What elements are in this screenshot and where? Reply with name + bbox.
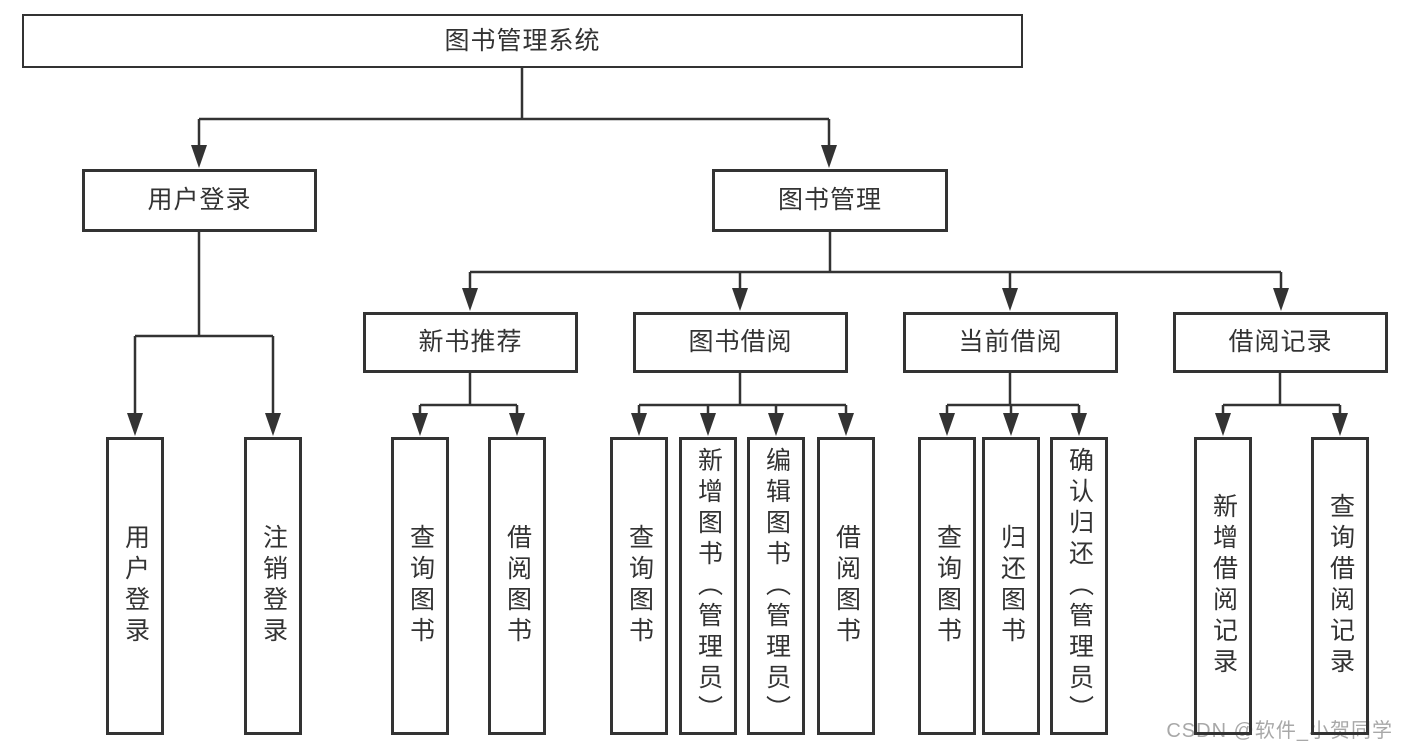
node-label: 归还图书 bbox=[997, 524, 1026, 648]
node-label: 图书管理 bbox=[777, 186, 882, 214]
leaf-return-books: 归还图书 bbox=[982, 437, 1040, 735]
leaf-add-borrow-record: 新增借阅记录 bbox=[1194, 437, 1252, 735]
node-label: 当前借阅 bbox=[958, 328, 1063, 356]
node-label: 新增借阅记录 bbox=[1209, 493, 1238, 679]
node-library-management-system: 图书管理系统 bbox=[22, 14, 1023, 68]
leaf-newbook-query-books: 查询图书 bbox=[391, 437, 449, 735]
node-current-borrow: 当前借阅 bbox=[903, 312, 1118, 373]
node-label: 注销登录 bbox=[259, 524, 288, 648]
node-borrow-records: 借阅记录 bbox=[1173, 312, 1388, 373]
node-label: 编辑图书（管理员） bbox=[762, 446, 791, 726]
node-label: 查询借阅记录 bbox=[1326, 493, 1355, 679]
node-new-book-recommend: 新书推荐 bbox=[363, 312, 578, 373]
node-label: 用户登录 bbox=[147, 186, 252, 214]
node-label: 借阅图书 bbox=[832, 524, 861, 648]
node-book-management: 图书管理 bbox=[712, 169, 948, 232]
node-label: 用户登录 bbox=[121, 524, 150, 648]
node-label: 借阅图书 bbox=[503, 524, 532, 648]
leaf-edit-books-admin: 编辑图书（管理员） bbox=[747, 437, 805, 735]
node-label: 新增图书（管理员） bbox=[694, 446, 723, 726]
node-label: 借阅记录 bbox=[1228, 328, 1333, 356]
csdn-watermark: CSDN @软件_小贺同学 bbox=[1166, 720, 1393, 742]
node-label: 确认归还（管理员） bbox=[1065, 446, 1094, 726]
leaf-newbook-borrow-books: 借阅图书 bbox=[488, 437, 546, 735]
leaf-confirm-return-admin: 确认归还（管理员） bbox=[1050, 437, 1108, 735]
leaf-logout-login: 注销登录 bbox=[244, 437, 302, 735]
leaf-add-books-admin: 新增图书（管理员） bbox=[679, 437, 737, 735]
node-label: 查询图书 bbox=[625, 524, 654, 648]
node-book-borrow: 图书借阅 bbox=[633, 312, 848, 373]
leaf-current-query-books: 查询图书 bbox=[918, 437, 976, 735]
leaf-borrow-query-books: 查询图书 bbox=[610, 437, 668, 735]
leaf-user-login: 用户登录 bbox=[106, 437, 164, 735]
node-label: 查询图书 bbox=[933, 524, 962, 648]
leaf-borrow-books: 借阅图书 bbox=[817, 437, 875, 735]
node-label: 查询图书 bbox=[406, 524, 435, 648]
node-label: 新书推荐 bbox=[418, 328, 523, 356]
node-user-login: 用户登录 bbox=[82, 169, 317, 232]
node-label: 图书管理系统 bbox=[444, 26, 601, 55]
node-label: 图书借阅 bbox=[688, 328, 793, 356]
leaf-query-borrow-record: 查询借阅记录 bbox=[1311, 437, 1369, 735]
